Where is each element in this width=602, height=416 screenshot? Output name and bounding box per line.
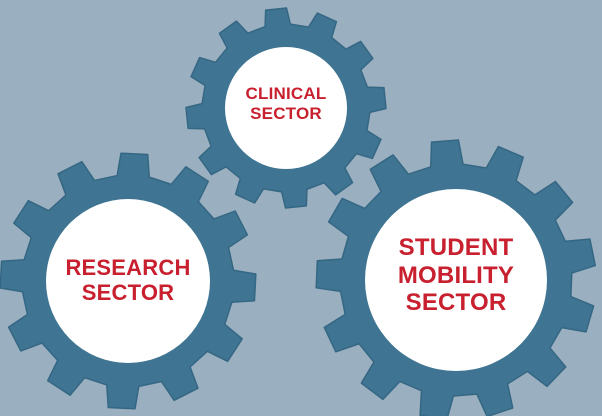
research-gear-icon <box>0 152 257 410</box>
student-gear-icon <box>315 139 596 416</box>
clinical-gear-hub <box>225 47 347 169</box>
clinical-label-line-2: SECTOR <box>250 103 322 123</box>
student-mobility-sector-label: STUDENT MOBILITY SECTOR <box>381 234 531 317</box>
student-label-line-2: MOBILITY <box>397 261 515 289</box>
research-label-line-2: SECTOR <box>81 280 175 306</box>
research-gear-hub <box>46 199 210 363</box>
clinical-gear-icon <box>185 7 387 209</box>
student-label-line-1: STUDENT <box>398 234 514 261</box>
clinical-sector-label: CLINICAL SECTOR <box>230 84 342 123</box>
student-label-line-3: SECTOR <box>405 289 507 317</box>
research-label-line-1: RESEARCH <box>65 255 191 280</box>
clinical-label-line-1: CLINICAL <box>245 84 327 103</box>
student-gear-hub <box>365 189 547 371</box>
research-sector-label: RESEARCH SECTOR <box>52 255 204 306</box>
